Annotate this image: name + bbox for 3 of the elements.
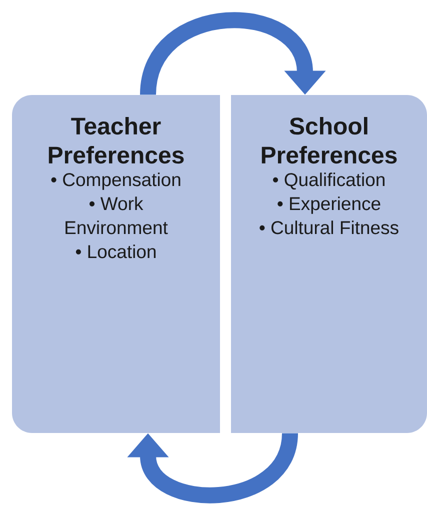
curved-arrow bbox=[127, 432, 298, 503]
preference-box: Teacher Preferences • Compensation • Work Environment • Location bbox=[12, 95, 220, 433]
preference-box: School Preferences • Qualification • Experience • Cultural Fitness bbox=[231, 95, 427, 433]
